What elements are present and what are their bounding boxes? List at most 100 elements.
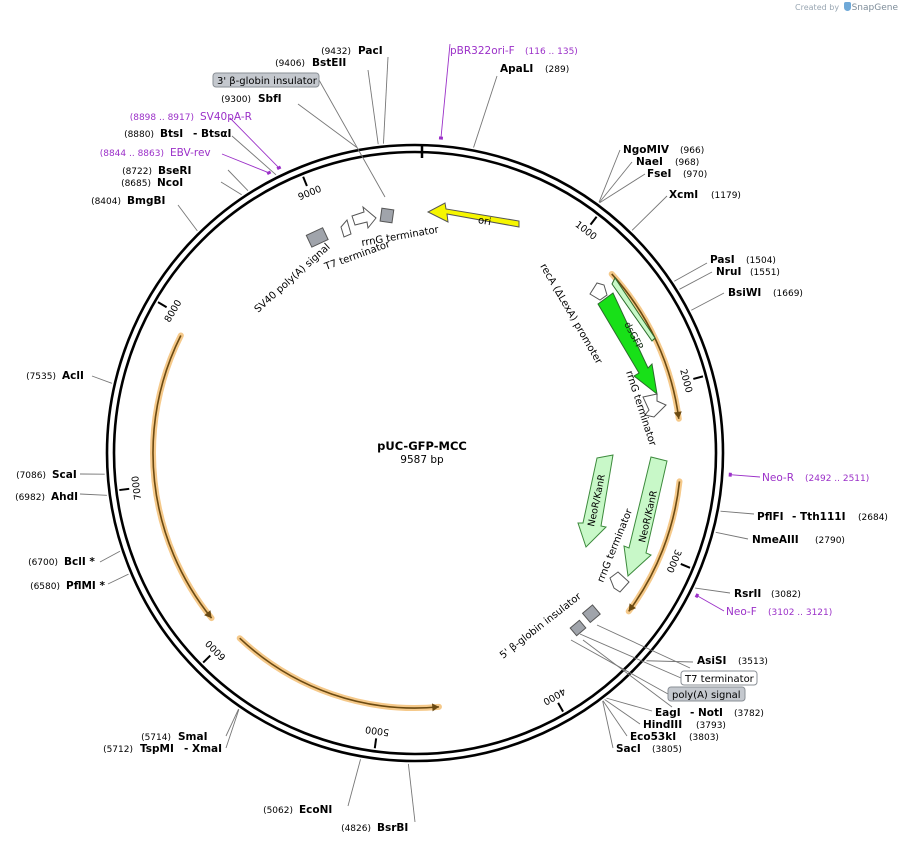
enzyme-ahdi[interactable]: (6982)AhdI xyxy=(15,491,78,503)
enzyme-leader-line xyxy=(598,161,633,203)
enzyme-econi[interactable]: (5062)EcoNI xyxy=(263,804,332,816)
enzyme-acli[interactable]: (7535)AclI xyxy=(26,370,84,382)
enzyme-eagi-name: EagI xyxy=(655,707,681,719)
primer-leader-line xyxy=(221,153,270,174)
enzyme-asisi-coord: (3513) xyxy=(738,657,768,667)
reca-promoter-arrow xyxy=(589,282,608,301)
enzyme-bsiwi[interactable]: BsiWI(1669) xyxy=(728,287,803,299)
enzyme-nmeaiii-name: NmeAIII xyxy=(752,534,799,546)
feature-ori[interactable]: ori xyxy=(426,202,520,228)
primer-sv40pa-r[interactable]: (8898 .. 8917)SV40pA-R xyxy=(130,111,252,123)
enzyme-pasi[interactable]: PasI(1504) xyxy=(710,254,776,266)
beta-globin-5-label: 5' β-globin insulator xyxy=(498,591,584,662)
enzyme-sbfi-coord: (9300) xyxy=(221,95,251,105)
boxed-label-polya-signal-text: poly(A) signal xyxy=(672,690,741,701)
enzyme-hindiii-name: HindIII xyxy=(643,719,682,731)
enzyme-pflfi[interactable]: PflFI- Tth111I(2684) xyxy=(757,511,888,523)
enzyme-leader-line xyxy=(177,204,198,232)
enzyme-leader-line xyxy=(91,375,113,384)
enzyme-bseri-name: BseRI xyxy=(158,165,191,177)
primer-neo-f[interactable]: Neo-F(3102 .. 3121) xyxy=(726,606,832,618)
tick-mark xyxy=(557,702,564,713)
enzyme-scai-coord: (7086) xyxy=(16,471,46,481)
enzyme-pflmi[interactable]: (6580)PflMI * xyxy=(30,580,105,592)
enzyme-leader-line xyxy=(225,709,240,749)
enzyme-xcmi[interactable]: XcmI(1179) xyxy=(669,189,741,201)
enzyme-ngomiv[interactable]: NgoMIV(966) xyxy=(623,144,704,156)
reca-promoter-label: recA (ΔLexA) promoter xyxy=(537,262,604,367)
tick-mark xyxy=(302,176,308,187)
primer-sv40pa-r-range: (8898 .. 8917) xyxy=(130,113,194,123)
orf-arrowhead xyxy=(204,610,212,619)
enzyme-bcli-coord: (6700) xyxy=(28,558,58,568)
enzyme-hindiii[interactable]: HindIII(3793) xyxy=(643,719,726,731)
enzyme-bsrbi[interactable]: (4826)BsrBI xyxy=(341,822,408,834)
enzyme-pflfi-name: PflFI xyxy=(757,511,784,523)
boxed-label-beta-globin-3-text: 3' β-globin insulator xyxy=(217,76,318,87)
enzyme-naei-name: NaeI xyxy=(636,156,663,168)
enzyme-bmgbi-name: BmgBI xyxy=(127,195,165,207)
enzyme-smai[interactable]: (5714)SmaI xyxy=(141,731,207,743)
enzyme-leader-line xyxy=(227,169,249,191)
enzyme-bseri[interactable]: (8722)BseRI xyxy=(122,165,191,177)
enzyme-saci[interactable]: SacI(3805) xyxy=(616,743,682,755)
primer-neo-r[interactable]: Neo-R(2492 .. 2511) xyxy=(762,472,869,484)
enzyme-sbfi[interactable]: (9300)SbfI xyxy=(221,93,282,105)
enzyme-bsteii[interactable]: (9406)BstEII xyxy=(275,57,346,69)
boxed-label-beta-globin-3-box xyxy=(212,72,320,88)
tick-mark xyxy=(119,487,130,492)
enzyme-scai[interactable]: (7086)ScaI xyxy=(16,469,77,481)
enzyme-btsi[interactable]: (8880)BtsI- BtsαI xyxy=(124,128,231,140)
boxed-label-beta-globin-3[interactable]: 3' β-globin insulator xyxy=(212,72,320,88)
enzyme-leader-line xyxy=(646,660,694,663)
enzyme-ncoi[interactable]: (8685)NcoI xyxy=(121,177,183,189)
orf-arc xyxy=(628,481,681,612)
enzyme-fsei[interactable]: FseI(970) xyxy=(647,168,707,180)
enzyme-leader-line xyxy=(367,69,379,145)
enzyme-nmeaiii[interactable]: NmeAIII(2790) xyxy=(752,534,845,546)
enzyme-tspmi-name: TspMI xyxy=(140,743,174,755)
orf-arc xyxy=(239,637,440,709)
rrng-terminator-arrow-bottom xyxy=(609,571,630,593)
enzyme-btsi-extra: - BtsαI xyxy=(193,128,231,140)
primer-neo-r-name: Neo-R xyxy=(762,472,794,484)
enzyme-apali[interactable]: ApaLI(289) xyxy=(500,63,569,75)
boxed-label-t7-terminator[interactable]: T7 terminator xyxy=(680,670,758,686)
enzyme-paci[interactable]: (9432)PacI xyxy=(321,45,383,57)
tick-label: 5000 xyxy=(364,723,389,737)
primer-leader-line xyxy=(696,595,725,612)
enzyme-tspmi[interactable]: (5712)TspMI- XmaI xyxy=(103,743,222,755)
enzyme-naei[interactable]: NaeI(968) xyxy=(636,156,699,168)
dsgfp-upper-strip xyxy=(611,277,656,342)
orf-arrowhead xyxy=(673,411,682,419)
enzyme-leader-line xyxy=(598,149,621,203)
enzyme-leader-line xyxy=(631,195,668,231)
enzyme-ahdi-coord: (6982) xyxy=(15,493,45,503)
credit-brand: SnapGene xyxy=(851,3,898,13)
enzyme-leader-line xyxy=(720,510,755,515)
rrng-terminator-label-top: rrnG terminator xyxy=(361,224,441,249)
primer-ebv-rev[interactable]: (8844 .. 8863)EBV-rev xyxy=(100,147,211,159)
enzyme-ncoi-coord: (8685) xyxy=(121,179,151,189)
backbone xyxy=(105,143,725,763)
enzyme-rsrii[interactable]: RsrII(3082) xyxy=(734,588,801,600)
enzyme-bsiwi-coord: (1669) xyxy=(773,289,803,299)
enzyme-labels: (9432)PacI (9406)BstEII (9300)SbfI (8880… xyxy=(15,45,888,834)
primer-pbr322ori-f[interactable]: pBR322ori-F(116 .. 135) xyxy=(450,45,578,57)
primer-labels: pBR322ori-F(116 .. 135) (8898 .. 8917)SV… xyxy=(100,45,870,618)
enzyme-pflfi-coord: (2684) xyxy=(858,513,888,523)
enzyme-bsteii-name: BstEII xyxy=(312,57,346,69)
enzyme-eco53ki[interactable]: Eco53kI(3803) xyxy=(630,731,719,743)
enzyme-bcli[interactable]: (6700)BclI * xyxy=(28,556,95,568)
primer-marks xyxy=(221,43,761,612)
enzyme-bmgbi[interactable]: (8404)BmgBI xyxy=(91,195,165,207)
enzyme-paci-name: PacI xyxy=(358,45,383,57)
enzyme-asisi[interactable]: AsiSI(3513) xyxy=(697,655,768,667)
enzyme-saci-name: SacI xyxy=(616,743,641,755)
primer-pbr322ori-f-range: (116 .. 135) xyxy=(525,47,578,57)
rrng-terminator-arrow-top xyxy=(351,205,377,230)
enzyme-eagi[interactable]: EagI- NotI(3782) xyxy=(655,707,764,719)
enzyme-krui[interactable]: NruI(1551) xyxy=(716,266,780,278)
boxed-label-polya-signal[interactable]: poly(A) signal xyxy=(667,686,746,702)
credit-prefix: Created by xyxy=(795,3,840,12)
